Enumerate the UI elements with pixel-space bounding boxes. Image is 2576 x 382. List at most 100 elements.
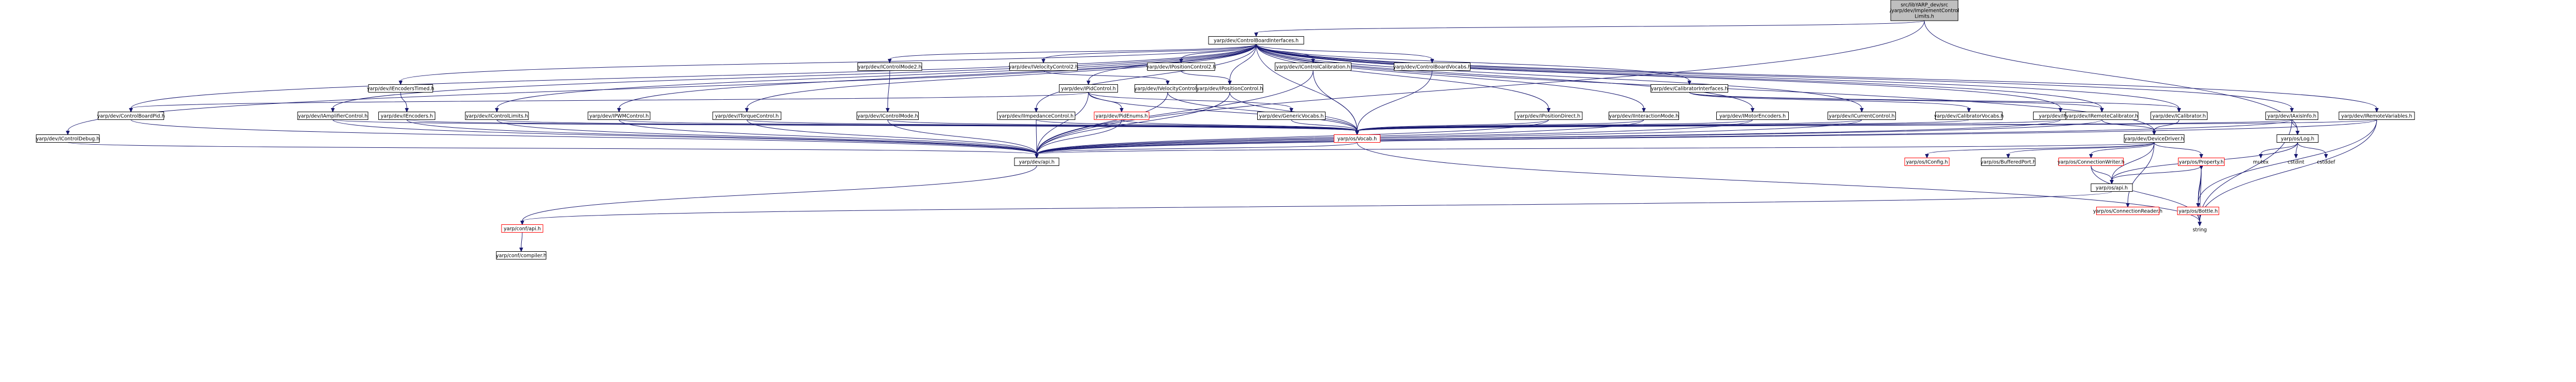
node-remcal[interactable]: yarp/dev/IRemoteCalibrator.h: [2065, 112, 2139, 120]
node-devapi[interactable]: yarp/dev/api.h: [1014, 158, 1059, 166]
node-connwriter[interactable]: yarp/os/ConnectionWriter.h: [2057, 158, 2125, 166]
edge-bottle-to-string: [2198, 215, 2200, 222]
node-property[interactable]: yarp/os/Property.h: [2178, 158, 2225, 166]
edge-arrowhead: [331, 108, 335, 113]
edge-mode-to-vocab: [887, 119, 1358, 131]
node-box: [2096, 207, 2159, 215]
edge-cbi-to-enctimed: [400, 44, 1257, 81]
edge-pid-to-genvocabs: [1088, 92, 1292, 109]
node-enctimed[interactable]: yarp/dev/IEncodersTimed.h: [367, 84, 434, 93]
node-label: yarp/dev/IPositionControl.h: [1197, 86, 1263, 92]
node-calib[interactable]: yarp/dev/IControlCalibration.h: [1275, 63, 1351, 71]
node-compiler[interactable]: yarp/conf/compiler.h: [496, 251, 547, 259]
node-mode[interactable]: yarp/dev/IControlMode.h: [857, 112, 919, 120]
node-box: [368, 84, 433, 93]
node-cstdint[interactable]: cstdint: [2288, 160, 2305, 165]
node-label: yarp/dev/IEncodersTimed.h: [367, 86, 434, 92]
node-box: [1275, 63, 1351, 71]
edge-arrowhead: [2290, 108, 2294, 113]
edge-imp-to-vocab: [1036, 119, 1358, 131]
node-amp[interactable]: yarp/dev/IAmplifierControl.h: [297, 112, 369, 120]
node-iconfig[interactable]: yarp/os/IConfig.h: [1904, 158, 1950, 166]
node-mutex[interactable]: mutex: [2253, 160, 2269, 165]
node-label: yarp/dev/IPositionDirect.h: [1517, 114, 1581, 119]
node-connreader[interactable]: yarp/os/ConnectionReader.h: [2093, 207, 2162, 215]
edge-calibif-to-icalib: [1689, 92, 2180, 109]
node-debug[interactable]: yarp/dev/IControlDebug.h: [36, 134, 100, 143]
node-icalib[interactable]: yarp/dev/ICalibrator.h: [2151, 112, 2207, 120]
node-label: yarp/os/api.h: [2096, 186, 2128, 191]
edge-arrowhead: [2100, 108, 2104, 113]
node-mode2[interactable]: yarp/dev/IControlMode2.h: [857, 63, 922, 71]
node-box: [2178, 158, 2225, 166]
node-box: [1147, 63, 1215, 71]
node-confapi[interactable]: yarp/conf/api.h: [501, 224, 543, 233]
node-label: yarp/dev/DeviceDriver.h: [2124, 136, 2184, 142]
node-box: [501, 224, 543, 233]
edge-arrowhead: [495, 108, 499, 113]
edge-arrowhead: [1034, 108, 1038, 113]
node-pwm[interactable]: yarp/dev/IPWMControl.h: [587, 112, 651, 120]
edge-log-to-cstdint: [2295, 142, 2298, 155]
edge-cbi-to-motor: [1256, 44, 2061, 109]
node-pos[interactable]: yarp/dev/IPositionControl.h: [1196, 84, 1263, 93]
edge-torque-to-vocab: [746, 119, 1358, 131]
node-cbpid[interactable]: yarp/dev/ControlBoardPid.h: [97, 112, 165, 120]
node-label: cstddef: [2317, 160, 2335, 165]
node-limits[interactable]: yarp/dev/IControlLimits.h: [465, 112, 529, 120]
edge-mode2-to-mode: [887, 70, 890, 109]
node-vocab[interactable]: yarp/os/Vocab.h: [1334, 134, 1380, 143]
edge-property-to-osapi: [2111, 165, 2202, 180]
node-vel[interactable]: yarp/dev/IVelocityControl.h: [1135, 84, 1201, 93]
node-label: yarp/dev/ITorqueControl.h: [715, 114, 778, 119]
node-devdrv[interactable]: yarp/dev/DeviceDriver.h: [2124, 134, 2185, 143]
edge-arrowhead: [1355, 131, 1359, 135]
node-log[interactable]: yarp/os/Log.h: [2276, 134, 2319, 143]
node-calibif[interactable]: yarp/dev/CalibratorInterfaces.h: [1651, 84, 1728, 93]
node-bottle[interactable]: yarp/os/Bottle.h: [2177, 207, 2219, 215]
node-pidenums[interactable]: yarp/dev/PidEnums.h: [1094, 112, 1150, 120]
edge-cbpid-to-devapi: [130, 119, 1037, 155]
node-genvocabs[interactable]: yarp/dev/GenericVocabs.h: [1257, 112, 1326, 120]
node-axis[interactable]: yarp/dev/IAxisInfo.h: [2265, 112, 2318, 120]
node-box: [2091, 184, 2133, 192]
node-label: yarp/dev/GenericVocabs.h: [1259, 114, 1324, 119]
edge-cbi-to-vocab: [1256, 44, 1358, 131]
node-box: [1014, 158, 1059, 166]
edge-cbi-to-imp: [1036, 44, 1257, 109]
node-motenc[interactable]: yarp/dev/IMotorEncoders.h: [1716, 112, 1789, 120]
node-box: [465, 112, 529, 120]
node-label: yarp/os/Log.h: [2281, 136, 2315, 142]
node-box: [1981, 158, 2036, 166]
edge-pid-to-devapi: [1036, 92, 1089, 155]
edge-pidenums-to-devapi: [1036, 119, 1122, 155]
node-torque[interactable]: yarp/dev/ITorqueControl.h: [712, 112, 782, 120]
node-box: [2124, 134, 2185, 143]
node-box: [1514, 112, 1583, 120]
node-calvocabs[interactable]: yarp/dev/CalibratorVocabs.h: [1934, 112, 2004, 120]
node-cbi[interactable]: yarp/dev/ControlBoardInterfaces.h: [1208, 36, 1304, 44]
node-cbvocabs[interactable]: yarp/dev/ControlBoardVocabs.h: [1393, 63, 1471, 71]
node-label: yarp/dev/ControlBoardPid.h: [97, 114, 165, 119]
node-string[interactable]: string: [2192, 227, 2206, 233]
node-vel2[interactable]: yarp/dev/IVelocityControl2.h: [1009, 63, 1079, 71]
node-bufport[interactable]: yarp/os/BufferedPort.h: [1981, 158, 2036, 166]
node-posdirect[interactable]: yarp/dev/IPositionDirect.h: [1514, 112, 1583, 120]
node-osapi[interactable]: yarp/os/api.h: [2091, 184, 2133, 192]
edge-cbi-to-pos: [1229, 44, 1257, 81]
node-pid[interactable]: yarp/dev/IPidControl.h: [1059, 84, 1118, 93]
node-enc[interactable]: yarp/dev/IEncoders.h: [378, 112, 435, 120]
node-label: yarp/conf/api.h: [504, 226, 541, 232]
node-label: yarp/dev/IControlMode2.h: [858, 65, 921, 70]
node-intmode[interactable]: yarp/dev/IInteractionMode.h: [1609, 112, 1679, 120]
node-pos2[interactable]: yarp/dev/IPositionControl2.h: [1146, 63, 1216, 71]
node-label: yarp/dev/IInteractionMode.h: [1609, 114, 1679, 119]
edge-arrowhead: [1041, 59, 1046, 64]
node-remvars[interactable]: yarp/dev/IRemoteVariables.h: [2338, 112, 2415, 120]
node-imp[interactable]: yarp/dev/IImpedanceControl.h: [997, 112, 1076, 120]
node-root[interactable]: src/libYARP_dev/src/yarp/dev/ImplementCo…: [1890, 0, 1959, 21]
node-cstddef[interactable]: cstddef: [2317, 160, 2335, 165]
node-label: yarp/dev/IPWMControl.h: [590, 114, 649, 119]
node-current[interactable]: yarp/dev/ICurrentControl.h: [1828, 112, 1896, 120]
node-label: Limits.h: [1915, 14, 1934, 20]
